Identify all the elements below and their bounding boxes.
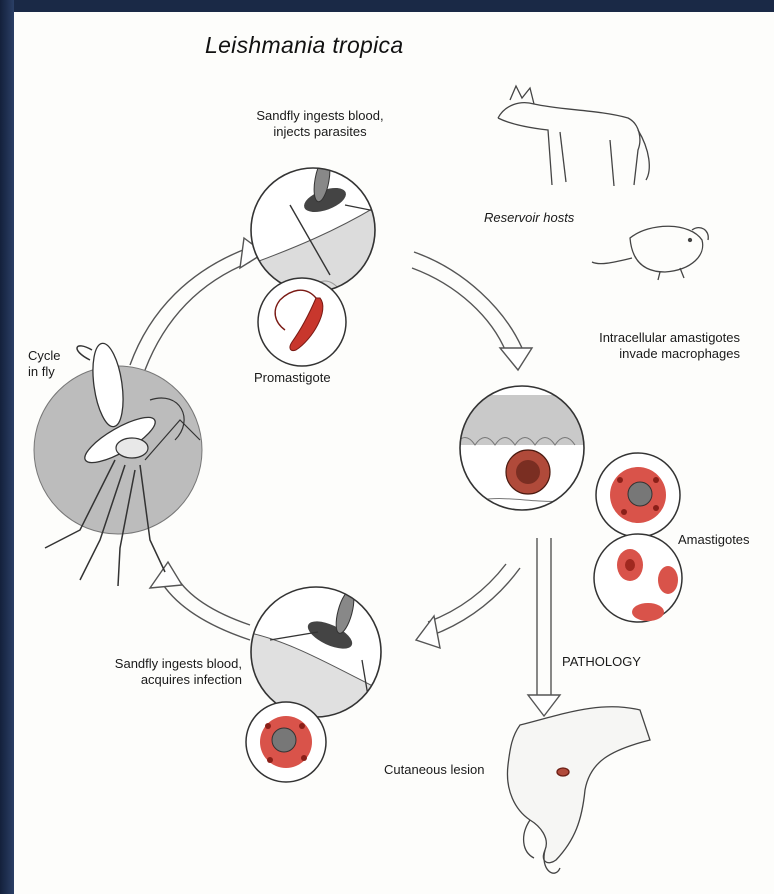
label-reservoir-hosts: Reservoir hosts	[484, 210, 574, 226]
infected-macrophage-illustration	[246, 702, 326, 782]
macrophage-skin-illustration	[450, 386, 600, 510]
hand-lesion-illustration	[507, 707, 650, 873]
promastigote-illustration	[258, 278, 346, 366]
arrow-pathology	[528, 538, 560, 716]
label-cutaneous-lesion: Cutaneous lesion	[384, 762, 484, 778]
arrow-bottom-to-fly	[150, 562, 250, 640]
label-amastigotes: Amastigotes	[678, 532, 750, 548]
label-pathology: PATHOLOGY	[562, 654, 641, 670]
label-promastigote: Promastigote	[254, 370, 331, 386]
label-cycle-in-fly: Cycle in fly	[28, 348, 61, 380]
amastigotes-free-illustration	[594, 534, 682, 622]
label-sandfly-injects: Sandfly ingests blood, injects parasites	[240, 108, 400, 140]
rodent-illustration	[592, 226, 708, 280]
page-title: Leishmania tropica	[205, 32, 403, 59]
label-intracellular-amastigotes: Intracellular amastigotes invade macroph…	[520, 330, 740, 362]
amastigotes-macrophage-illustration	[596, 453, 680, 537]
label-sandfly-acquires: Sandfly ingests blood, acquires infectio…	[60, 656, 242, 688]
dog-illustration	[498, 86, 649, 186]
arrow-fly-to-top	[130, 238, 264, 370]
arrow-right-to-bottom	[416, 564, 520, 648]
arrow-top-to-right	[412, 252, 532, 370]
